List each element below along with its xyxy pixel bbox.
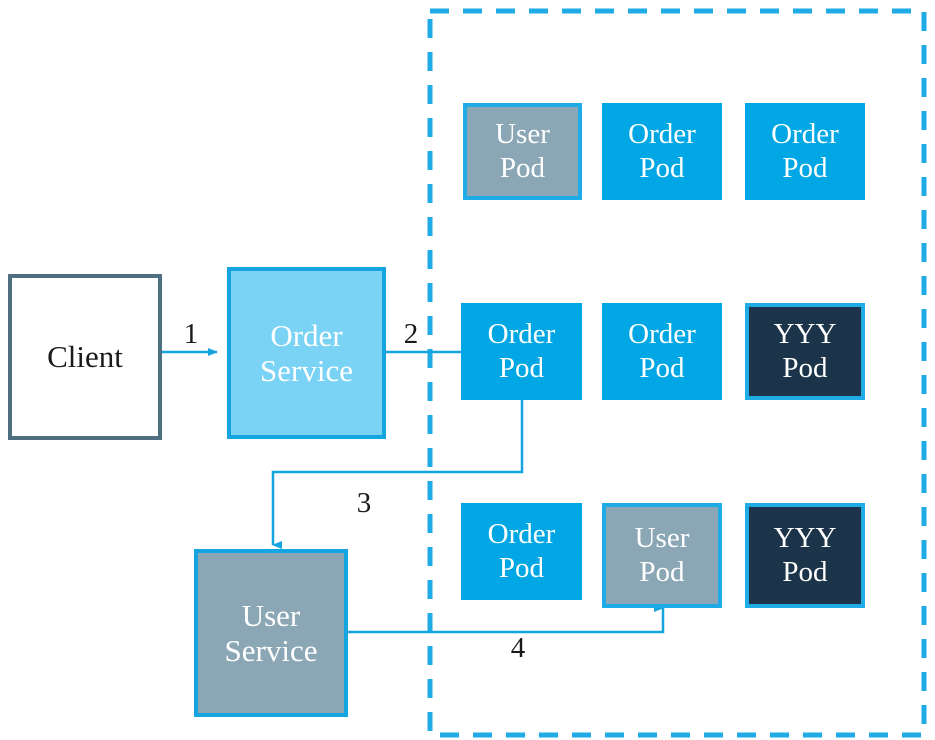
pod-r2c1-label: Order Pod <box>487 318 556 384</box>
pod-r2c1-order[interactable]: Order Pod <box>461 303 582 400</box>
pod-r3c2-label: User Pod <box>634 522 690 588</box>
pod-r1c3-order[interactable]: Order Pod <box>745 103 865 200</box>
flow-3-path <box>271 400 524 549</box>
pod-r3c3-yyy[interactable]: YYY Pod <box>745 503 865 608</box>
node-order-service-label: Order Service <box>260 317 353 388</box>
pod-r2c2-label: Order Pod <box>628 318 696 384</box>
node-client[interactable]: Client <box>8 274 162 440</box>
node-client-label: Client <box>47 339 123 375</box>
node-user-service[interactable]: User Service <box>194 549 348 717</box>
flow-label-1: 1 <box>183 318 199 350</box>
pod-r3c2-user[interactable]: User Pod <box>602 503 722 608</box>
pod-r1c2-label: Order Pod <box>628 118 696 184</box>
pod-r3c1-order[interactable]: Order Pod <box>461 503 582 600</box>
pod-r1c2-order[interactable]: Order Pod <box>602 103 722 200</box>
cluster-boundary-rect <box>427 8 927 738</box>
pod-r1c1-label: User Pod <box>495 118 550 184</box>
flow-label-3: 3 <box>356 487 372 519</box>
flow-label-4: 4 <box>510 632 526 664</box>
flow-label-2: 2 <box>403 318 419 350</box>
pod-r2c2-order[interactable]: Order Pod <box>602 303 722 400</box>
pod-r1c3-label: Order Pod <box>771 118 839 184</box>
node-order-service[interactable]: Order Service <box>227 267 386 439</box>
pod-r3c3-label: YYY Pod <box>773 522 837 588</box>
flow-4-path <box>348 604 665 634</box>
pod-r1c1-user[interactable]: User Pod <box>463 103 582 200</box>
pod-r2c3-label: YYY Pod <box>773 318 837 384</box>
pod-r3c1-label: Order Pod <box>487 518 556 584</box>
pod-r2c3-yyy[interactable]: YYY Pod <box>745 303 865 400</box>
node-user-service-label: User Service <box>224 597 318 668</box>
